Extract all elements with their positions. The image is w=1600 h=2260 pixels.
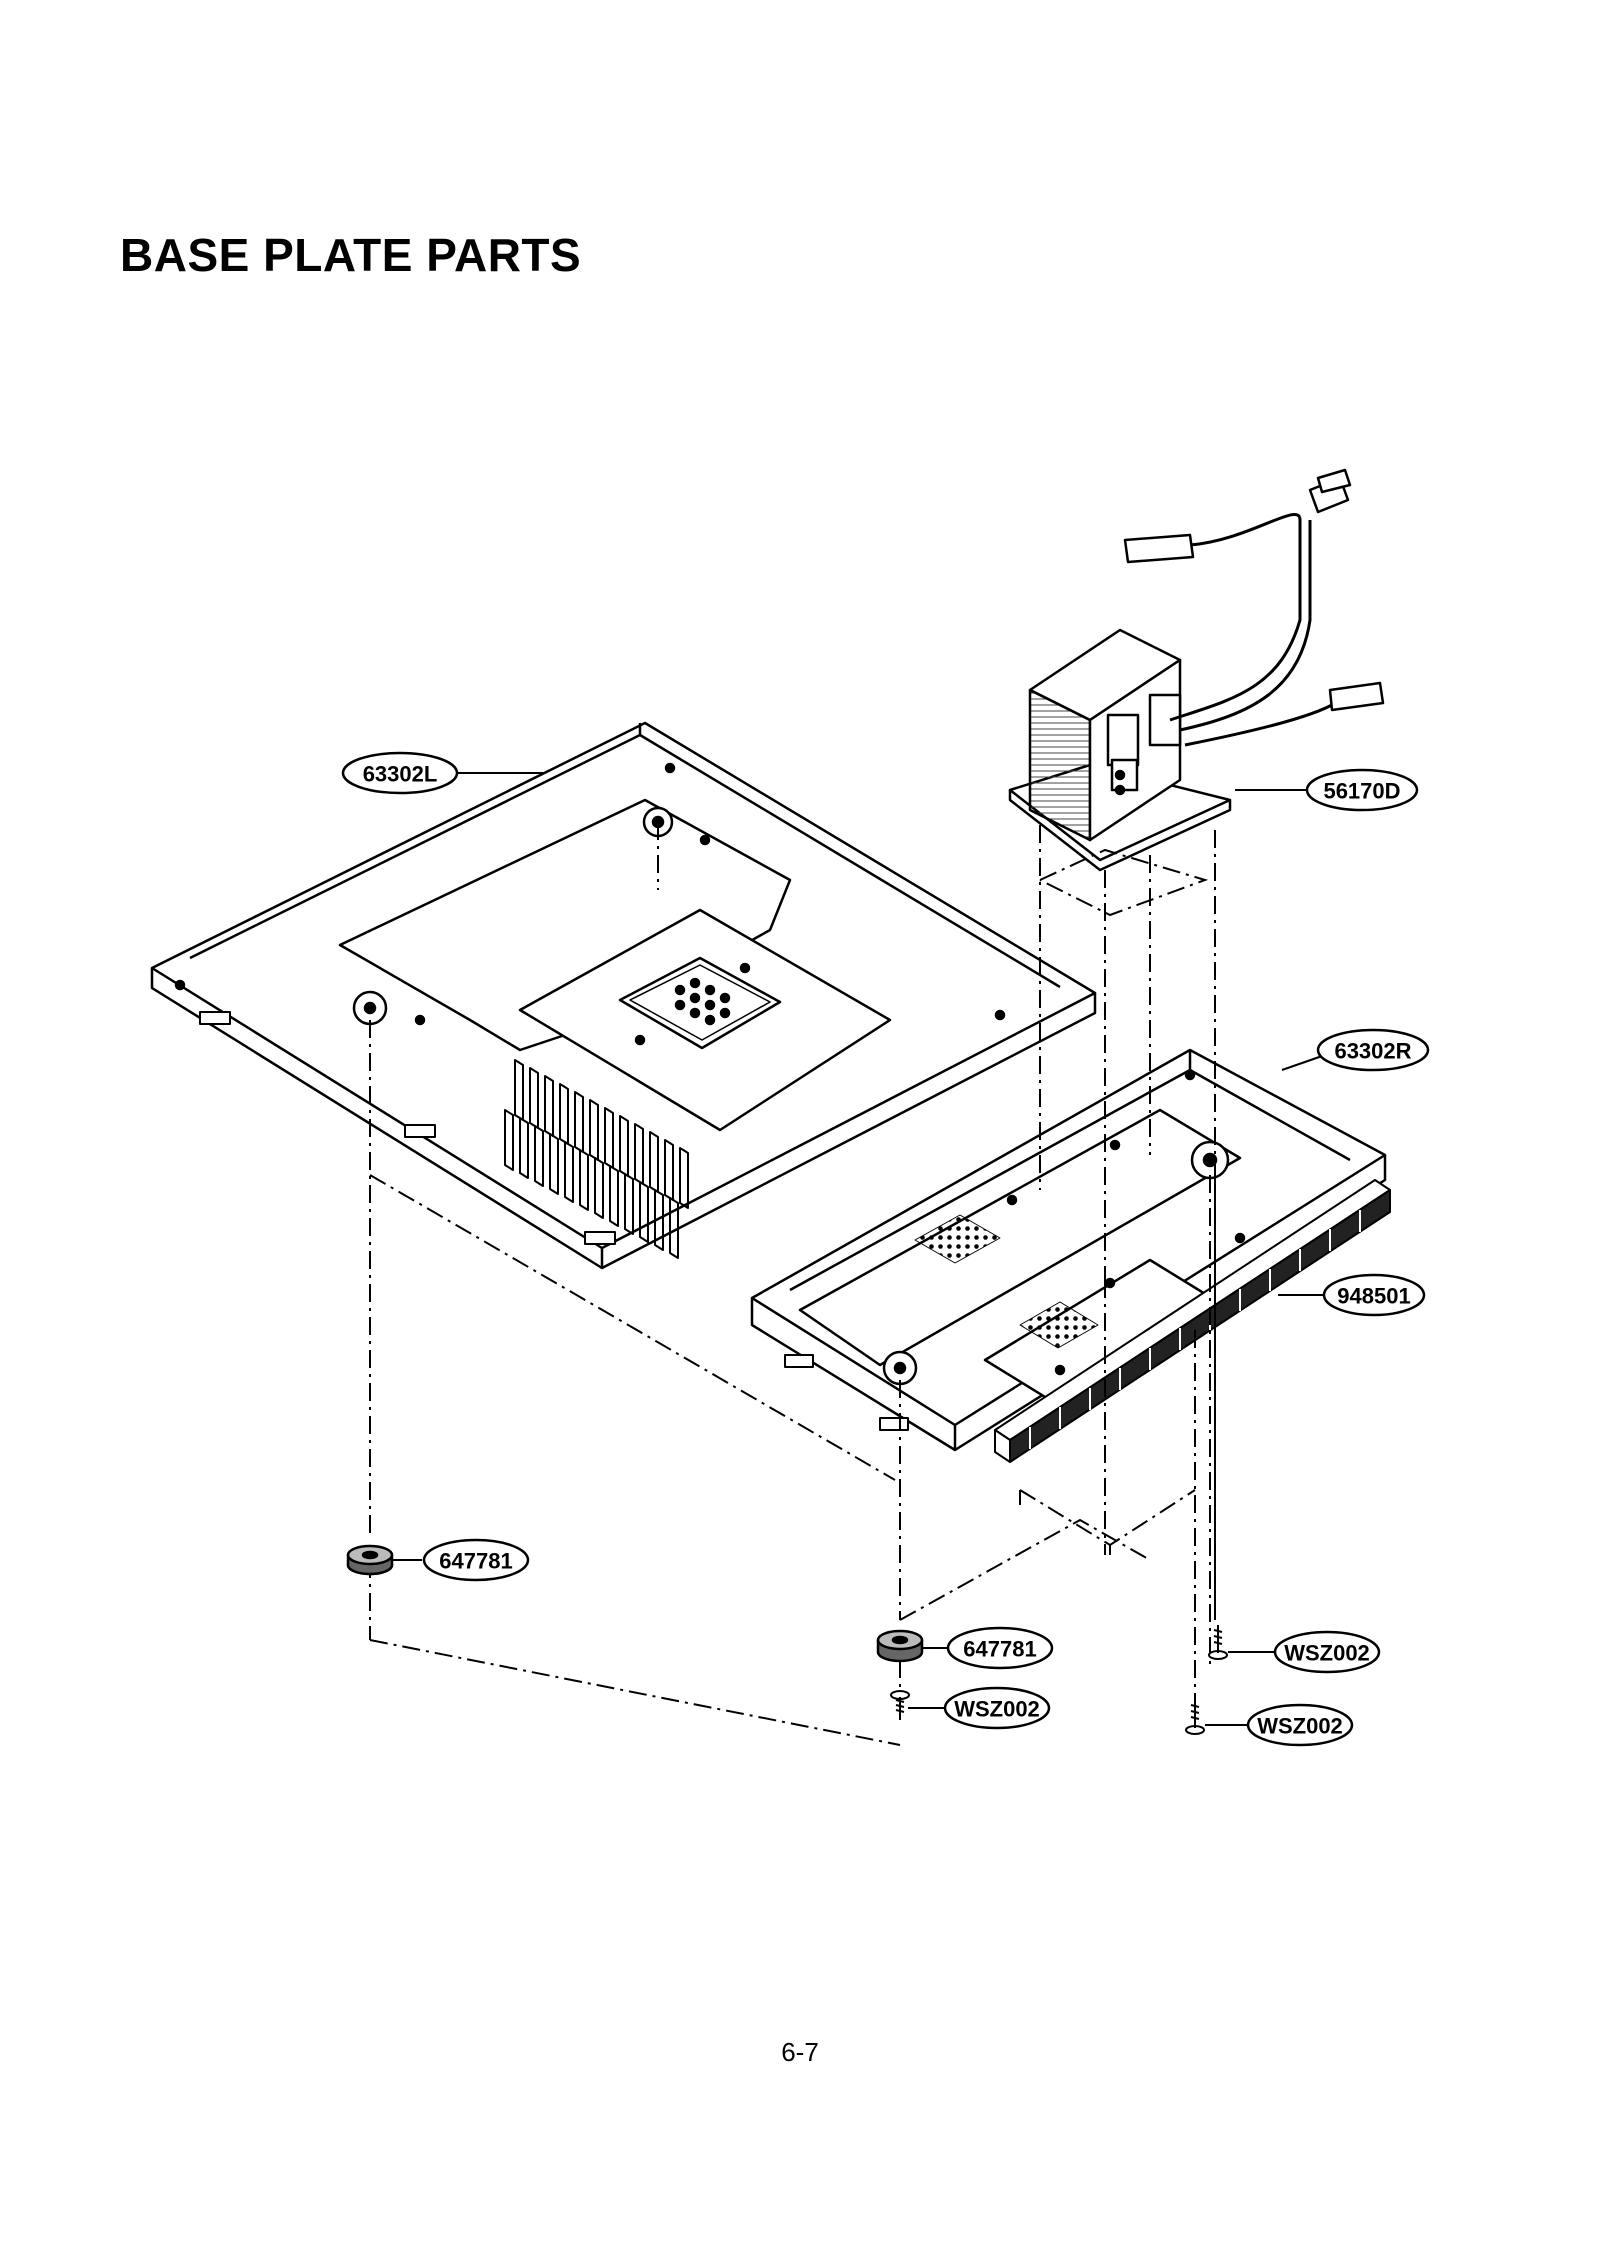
base-plate-left <box>150 721 1097 1270</box>
page-number: 6-7 <box>781 2037 819 2067</box>
label-56170d: 56170D <box>1323 779 1400 804</box>
label-wsz002-right-lower: WSZ002 <box>1257 1714 1343 1739</box>
label-wsz002-right-upper: WSZ002 <box>1284 1641 1370 1666</box>
callout-647781-center <box>946 1626 1054 1670</box>
rubber-foot-left <box>346 1544 394 1576</box>
transformer <box>1008 468 1385 872</box>
callout-63302l <box>341 751 459 795</box>
page-title: BASE PLATE PARTS <box>120 229 582 281</box>
base-plate-right <box>750 1048 1387 1452</box>
screw-center <box>890 1690 910 1718</box>
callout-647781-left <box>422 1538 530 1582</box>
rubber-foot-center <box>876 1629 924 1663</box>
label-647781-left: 647781 <box>439 1549 512 1574</box>
callout-leaders <box>392 772 1326 1726</box>
label-wsz002-center: WSZ002 <box>954 1697 1040 1722</box>
callout-948501 <box>1322 1273 1426 1317</box>
callout-63302r <box>1316 1028 1430 1072</box>
label-63302l: 63302L <box>363 762 438 787</box>
label-948501: 948501 <box>1337 1284 1410 1309</box>
label-647781-center: 647781 <box>963 1637 1036 1662</box>
callout-56170d <box>1305 768 1419 812</box>
callout-wsz002-right-lower <box>1246 1703 1354 1747</box>
callout-wsz002-center <box>943 1686 1051 1730</box>
callout-wsz002-right-upper <box>1273 1630 1381 1674</box>
label-63302r: 63302R <box>1334 1039 1411 1064</box>
screw-right-upper <box>1208 1625 1228 1660</box>
screw-right-lower <box>1185 1700 1205 1735</box>
